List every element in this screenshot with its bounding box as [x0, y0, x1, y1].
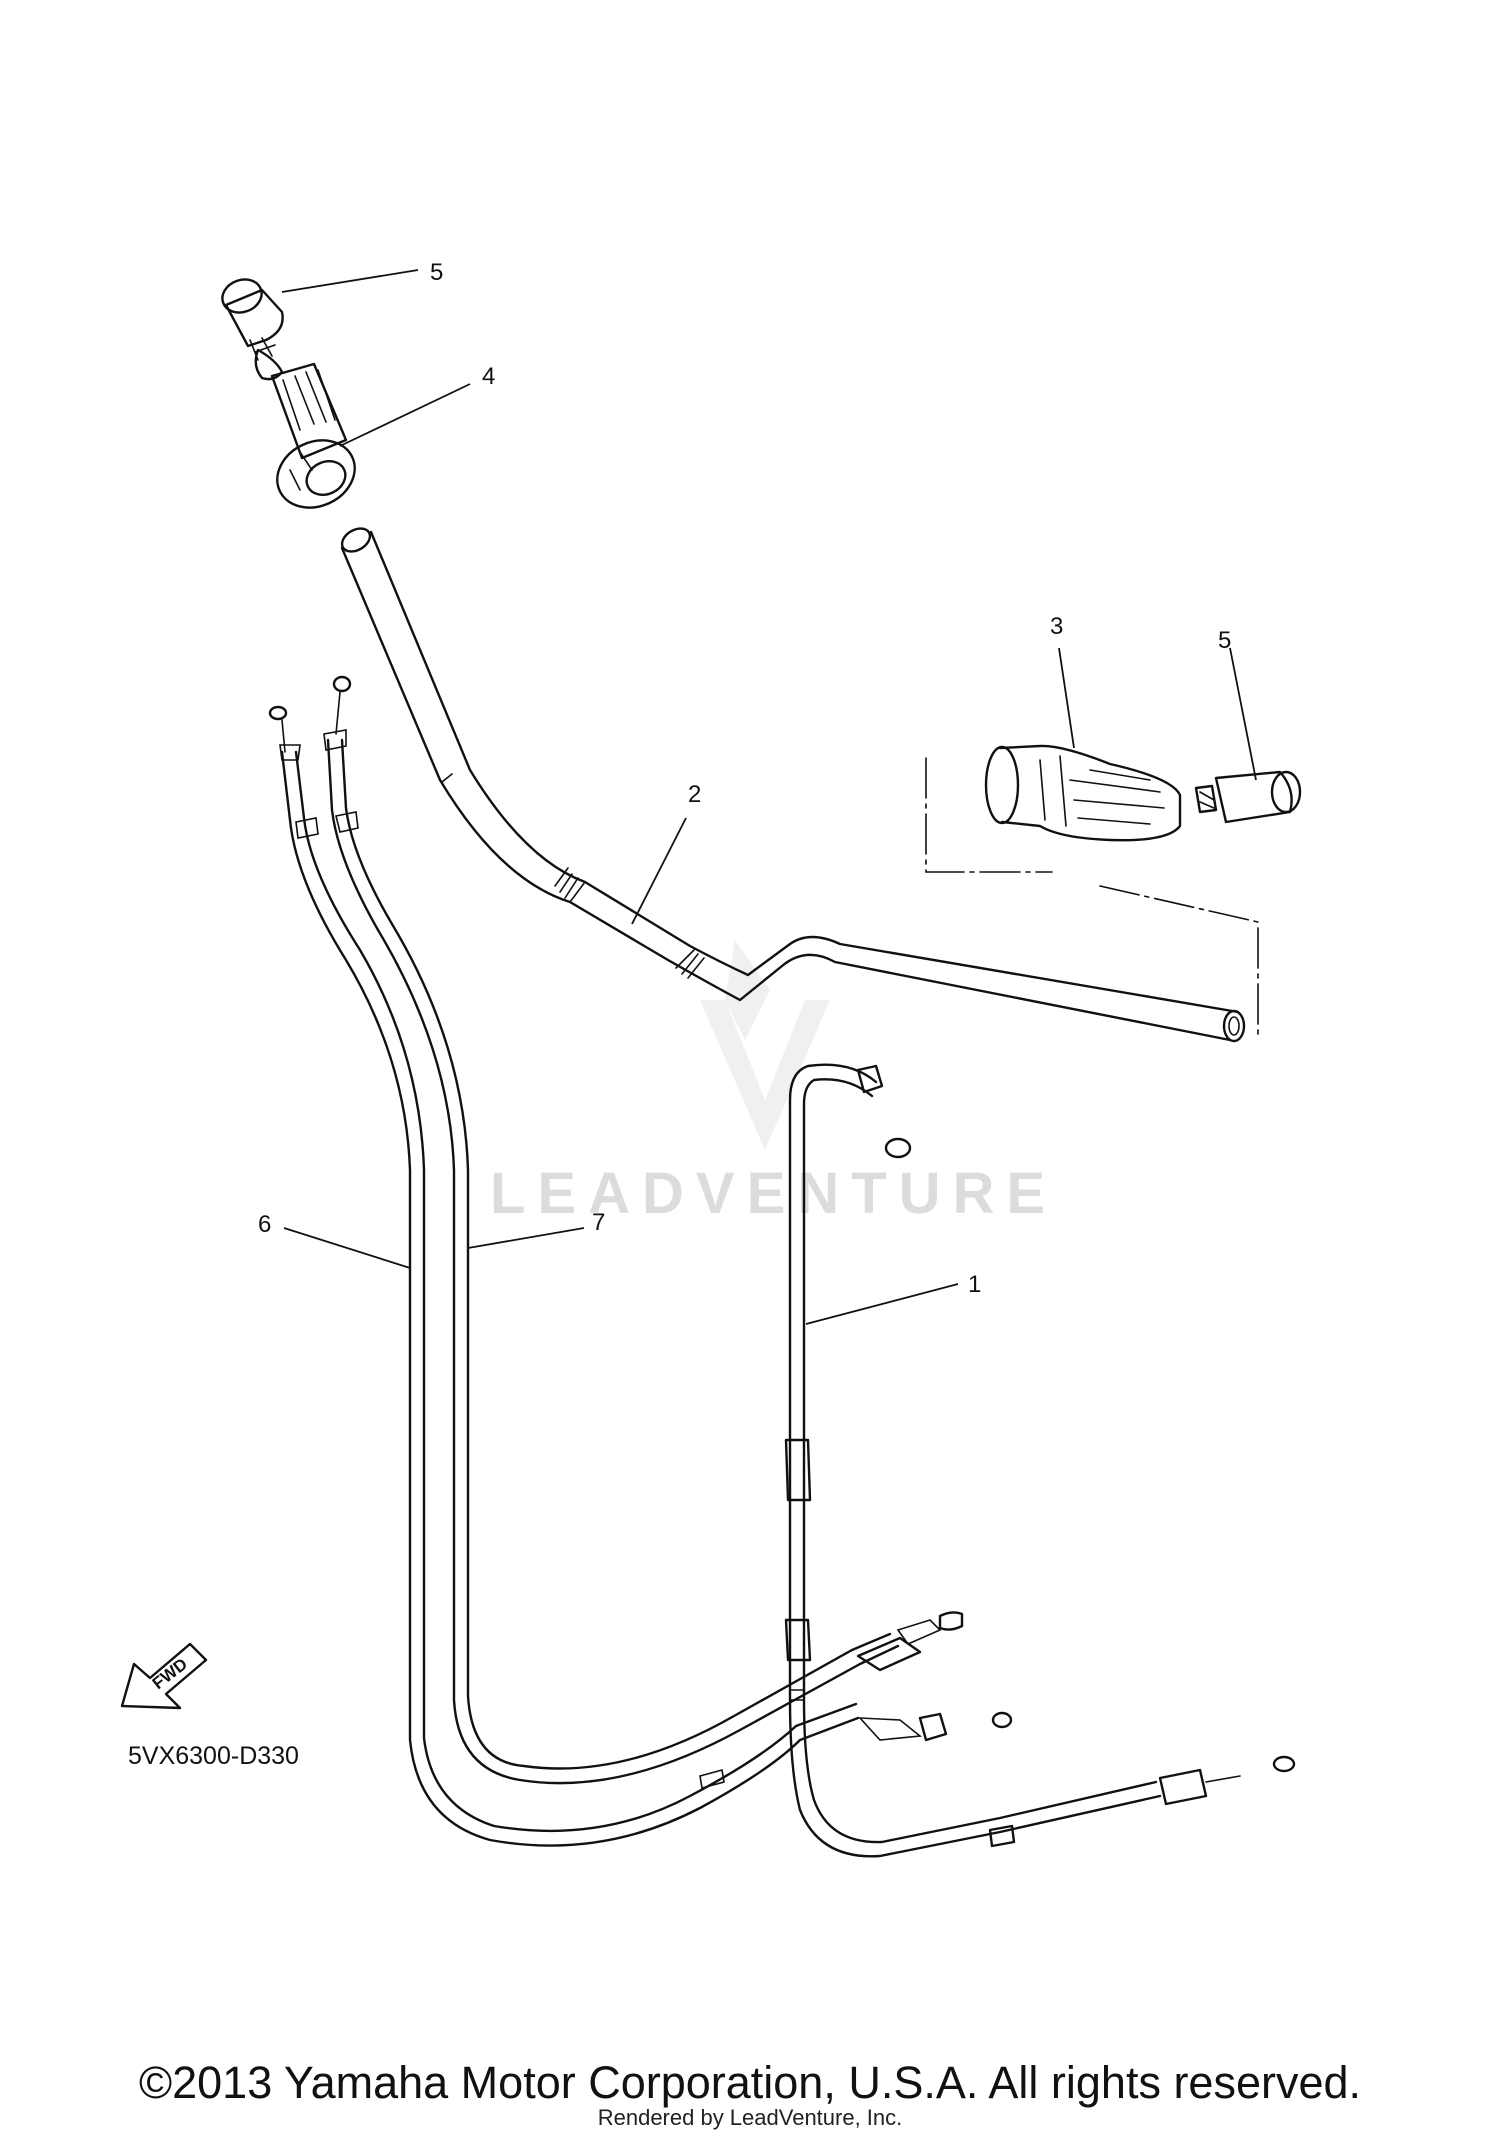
rendered-by-text: Rendered by LeadVenture, Inc.	[597, 2105, 903, 2130]
watermark-logo	[700, 940, 830, 1150]
clutch-cable[interactable]	[784, 1063, 1296, 1858]
callout-2: 2	[688, 781, 701, 808]
callout-5-top: 5	[430, 259, 443, 286]
callout-3: 3	[1050, 613, 1063, 640]
callout-7: 7	[592, 1209, 605, 1236]
watermark-text: LEADVENTURE	[490, 1161, 1058, 1226]
bar-end-weight-right[interactable]	[1194, 770, 1302, 824]
left-grip[interactable]	[925, 744, 1259, 1037]
callout-6: 6	[258, 1211, 271, 1238]
fwd-arrow-icon: FWD	[120, 1642, 208, 1710]
throttle-grip[interactable]	[266, 362, 366, 520]
leader-lines	[281, 269, 1257, 1325]
bar-end-weight-top[interactable]	[218, 274, 284, 381]
throttle-cable-7[interactable]	[323, 675, 964, 1790]
copyright-text: ©2013 Yamaha Motor Corporation, U.S.A. A…	[138, 2057, 1362, 2108]
throttle-cable-6[interactable]	[268, 705, 860, 1847]
diagram-code: 5VX6300-D330	[128, 1742, 299, 1770]
callout-5-right: 5	[1218, 627, 1231, 654]
callout-1: 1	[968, 1271, 981, 1298]
handlebar[interactable]	[338, 524, 1246, 1043]
callout-4: 4	[482, 363, 495, 390]
callout-labels: 5 4 3 5 2 6 7 1	[258, 259, 1231, 1298]
